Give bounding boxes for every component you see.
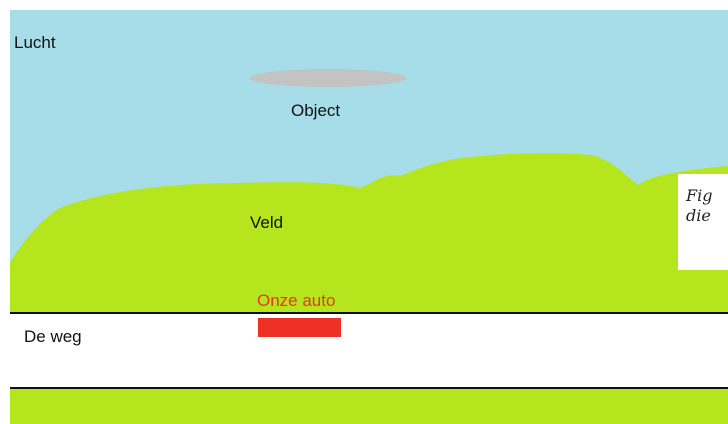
field-label: Veld <box>250 213 283 233</box>
sky-label: Lucht <box>14 33 56 53</box>
road-surface <box>10 312 728 388</box>
object-label: Object <box>291 101 340 121</box>
figure-caption-line-2: die <box>686 206 711 226</box>
grass-strip <box>10 389 728 424</box>
car-shape <box>258 318 341 337</box>
road-label: De weg <box>24 327 82 347</box>
car-label: Onze auto <box>257 291 335 311</box>
figure-caption-line-1: Fig <box>686 186 712 206</box>
object-shape <box>250 69 406 87</box>
